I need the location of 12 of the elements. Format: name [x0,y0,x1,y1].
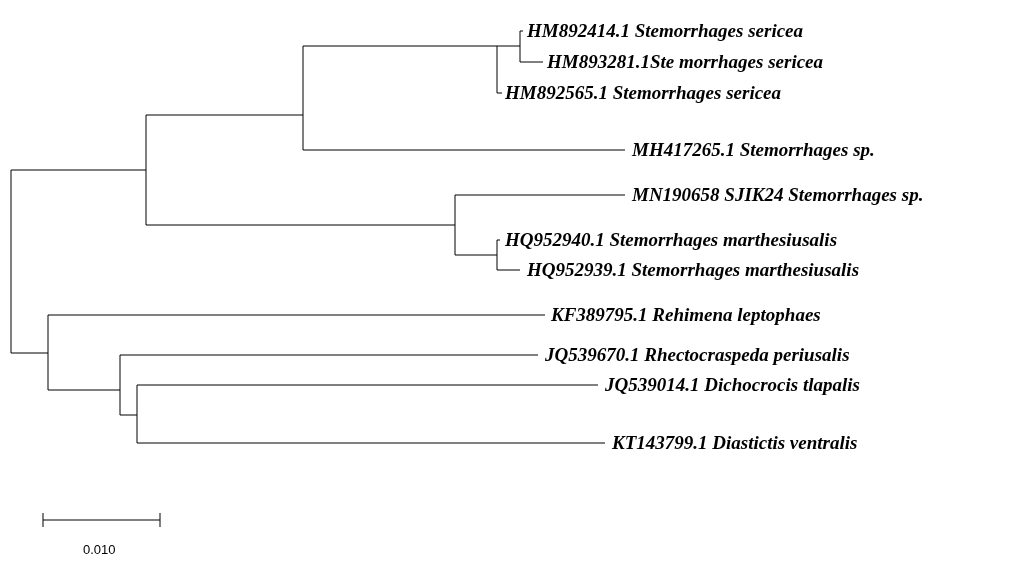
taxon-label: KF389795.1 Rehimena leptophaes [551,304,821,326]
taxon-label: HM893281.1Ste morrhages sericea [547,51,824,73]
taxon-label: JQ539670.1 Rhectocraspeda periusalis [545,344,850,366]
scale-value: 0.010 [83,542,116,558]
taxon-label: HQ952940.1 Stemorrhages marthesiusalis [505,229,838,251]
taxon-label: HQ952939.1 Stemorrhages marthesiusalis [527,259,860,281]
taxon-label: HM892565.1 Stemorrhages sericea [505,82,782,104]
taxon-label: KT143799.1 Diastictis ventralis [612,432,858,454]
taxon-label: MH417265.1 Stemorrhages sp. [632,139,875,161]
taxon-label: JQ539014.1 Dichocrocis tlapalis [605,374,860,396]
taxon-label: HM892414.1 Stemorrhages sericea [527,20,804,42]
taxon-label: MN190658 SJIK24 Stemorrhages sp. [632,184,924,206]
